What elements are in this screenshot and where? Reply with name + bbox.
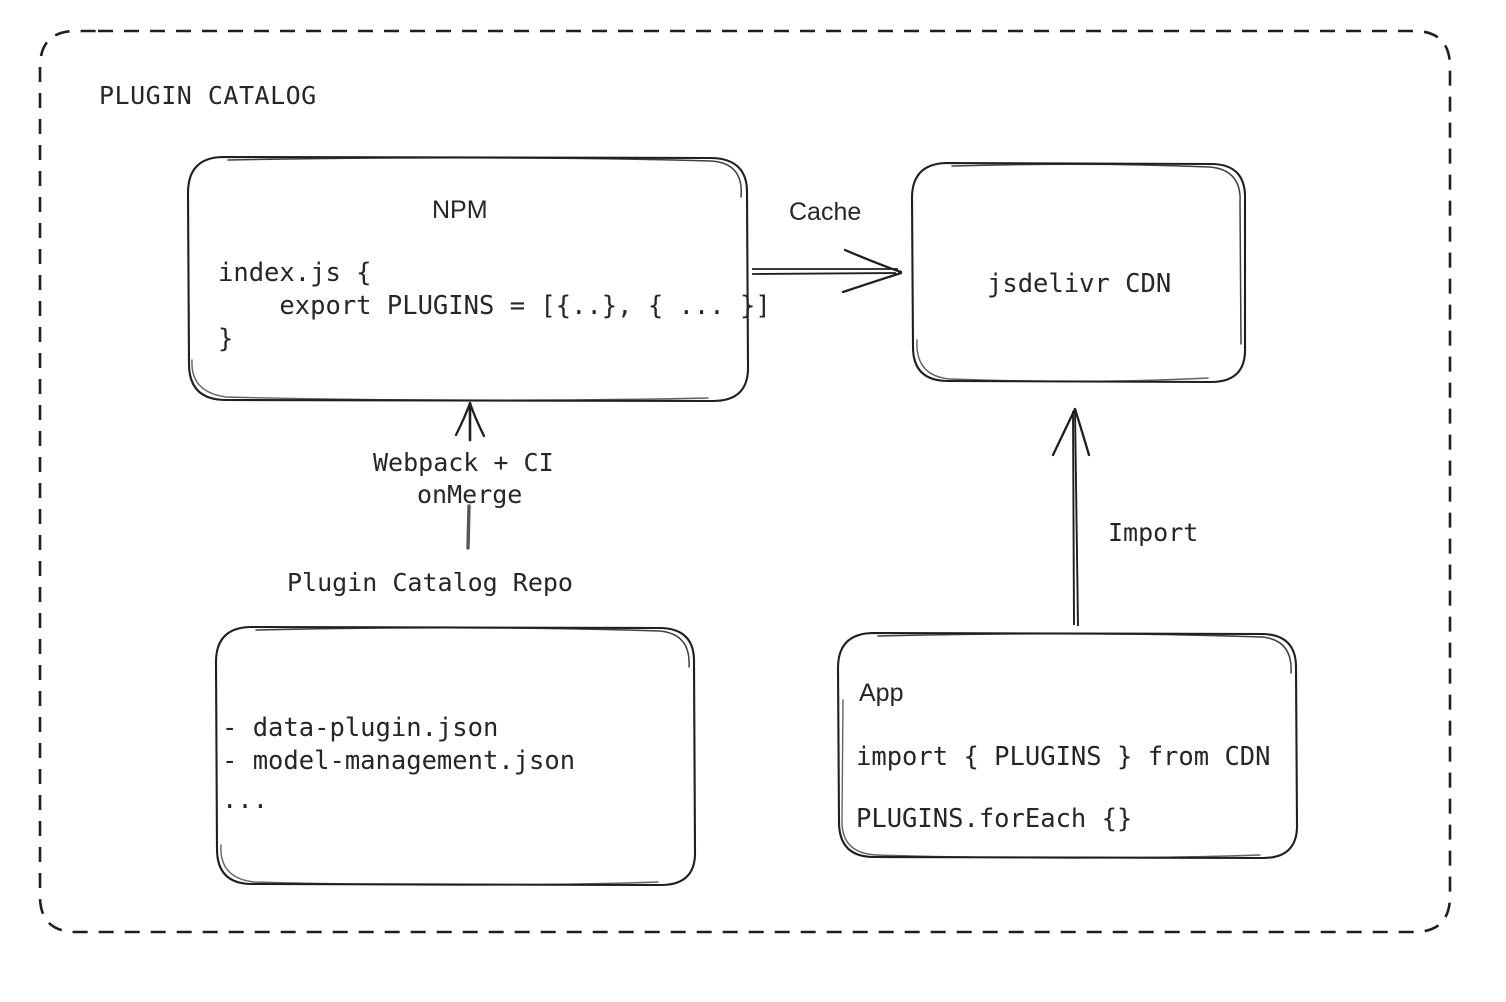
npm-code-line-1: index.js { bbox=[218, 258, 372, 288]
app-code-line-2: PLUGINS.forEach {} bbox=[856, 804, 1133, 834]
edge-label-import: Import bbox=[1108, 518, 1199, 547]
edge-npm-to-cdn-arrow bbox=[751, 248, 903, 294]
repo-item-2: - model-management.json bbox=[222, 746, 576, 776]
app-node-label: App bbox=[859, 679, 904, 707]
npm-node-label: NPM bbox=[432, 196, 488, 224]
cdn-node-label: jsdelivr CDN bbox=[987, 269, 1172, 299]
edge-label-onmerge: onMerge bbox=[417, 480, 523, 509]
edge-label-cache: Cache bbox=[789, 198, 862, 226]
repo-caption: Plugin Catalog Repo bbox=[287, 568, 573, 597]
repo-item-3: ... bbox=[222, 785, 269, 815]
group-title: PLUGIN CATALOG bbox=[99, 81, 317, 110]
npm-code-line-3: } bbox=[218, 324, 234, 354]
repo-item-1: - data-plugin.json bbox=[222, 713, 499, 743]
edge-label-webpack-ci: Webpack + CI bbox=[373, 448, 554, 477]
app-code-line-1: import { PLUGINS } from CDN bbox=[856, 742, 1271, 772]
npm-code-line-2: export PLUGINS = [{..}, { ... }] bbox=[218, 291, 771, 321]
edge-app-to-cdn-arrow bbox=[1051, 407, 1091, 627]
